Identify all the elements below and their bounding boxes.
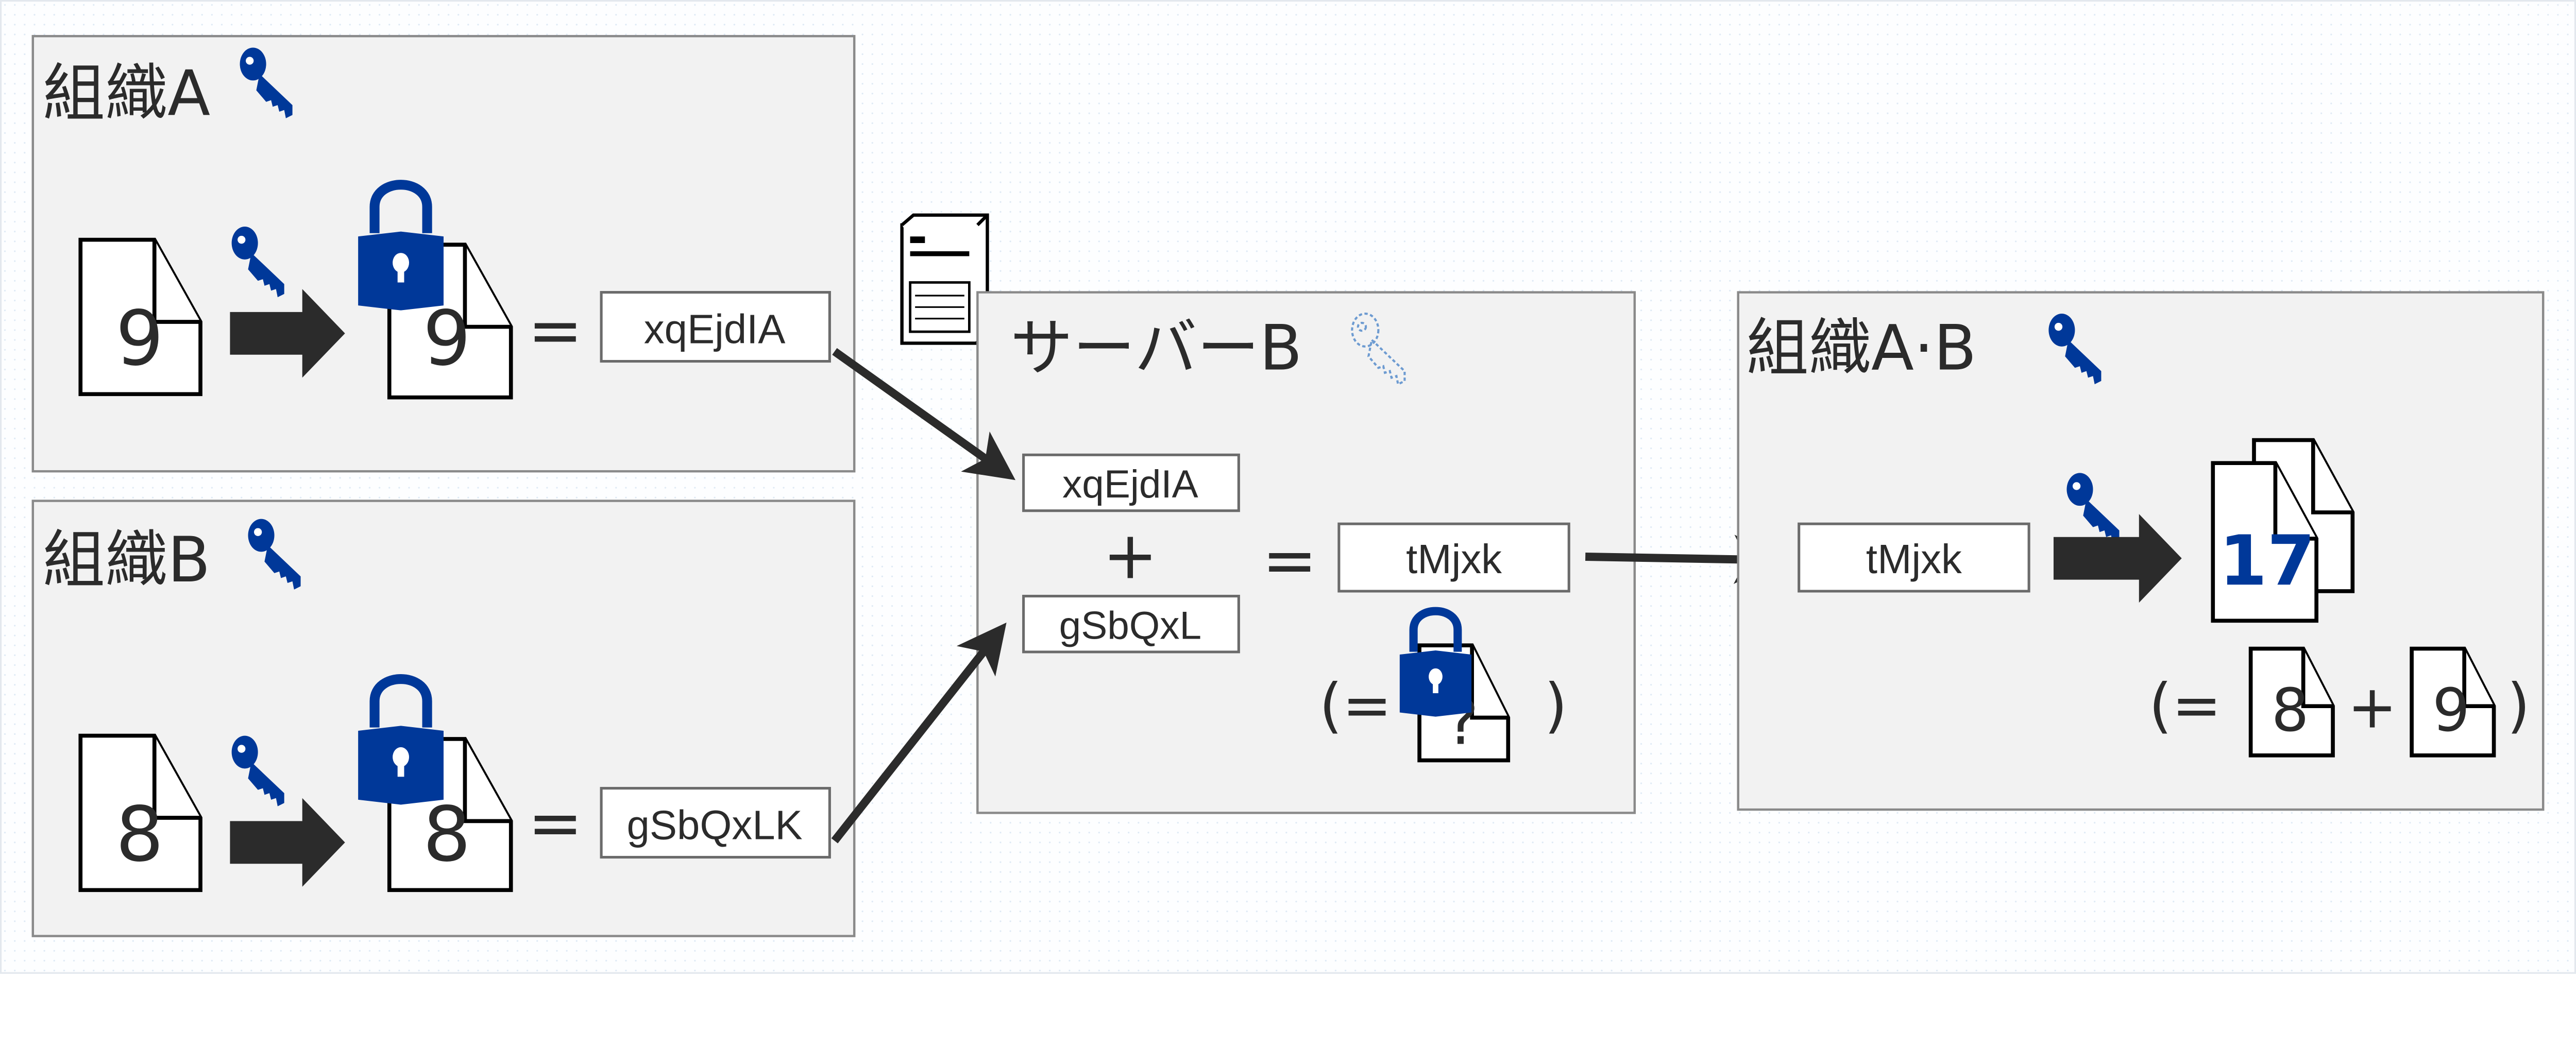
encrypt-arrow-icon xyxy=(230,798,345,887)
org-a-panel: 組織A 9 9 = xqEjdIA xyxy=(31,35,856,473)
decrypted-documents-icon: 17 xyxy=(2211,438,2355,623)
decrypted-value: 17 xyxy=(2219,521,2315,601)
server-input-b: gSbQxL xyxy=(1059,604,1201,647)
arrow-b-to-server xyxy=(831,622,1007,844)
plain-value: 9 xyxy=(115,295,163,383)
operand-document-icon: 9 xyxy=(2410,646,2496,758)
arrow-a-to-server xyxy=(832,348,1016,480)
plus-sign: + xyxy=(1103,518,1158,594)
plus-sign: + xyxy=(2347,673,2397,742)
paren-close: ) xyxy=(1544,671,1567,740)
ciphertext-b: gSbQxLK xyxy=(627,802,803,848)
encrypted-value: 9 xyxy=(423,295,471,383)
paren-open: (= xyxy=(2149,671,2222,740)
operand-b: 9 xyxy=(2432,676,2470,745)
org-ab-title: 組織A·B xyxy=(1747,312,1977,384)
server-icon xyxy=(900,213,989,345)
org-b-panel: 組織B 8 8 = gSbQxLK xyxy=(31,500,856,937)
equals-sign: = xyxy=(528,293,583,369)
org-ab-panel: 組織A·B tMjxk 17 (= 8 + 9 ) xyxy=(1737,291,2545,811)
homomorphic-encryption-diagram: 組織A 9 9 = xqEjdIA 組織B 8 8 = xyxy=(0,0,2576,974)
org-a-title: 組織A xyxy=(43,57,210,130)
operand-a: 8 xyxy=(2272,676,2309,745)
decrypt-arrow-icon xyxy=(2053,514,2182,603)
server-result: tMjxk xyxy=(1406,536,1502,582)
plain-document-icon: 8 xyxy=(78,733,202,892)
plain-value: 8 xyxy=(115,791,163,879)
ciphertext-a: xqEjdIA xyxy=(644,306,786,352)
server-b-title: サーバーB xyxy=(1010,312,1302,384)
server-input-a: xqEjdIA xyxy=(1062,462,1198,506)
paren-close: ) xyxy=(2507,671,2530,740)
outlined-key-icon xyxy=(1351,312,1406,386)
server-b-panel: サーバーB xqEjdIA + gSbQxL = tMjxk (= ? ) xyxy=(976,291,1636,814)
operand-document-icon: 8 xyxy=(2248,646,2335,758)
encrypt-arrow-icon xyxy=(230,289,345,378)
org-b-title: 組織B xyxy=(43,524,210,596)
received-ciphertext: tMjxk xyxy=(1866,536,1962,582)
paren-open: (= xyxy=(1319,671,1392,740)
equals-sign: = xyxy=(528,785,583,862)
equals-sign: = xyxy=(1262,523,1317,599)
plain-document-icon: 9 xyxy=(78,237,202,397)
encrypted-value: 8 xyxy=(423,791,471,879)
